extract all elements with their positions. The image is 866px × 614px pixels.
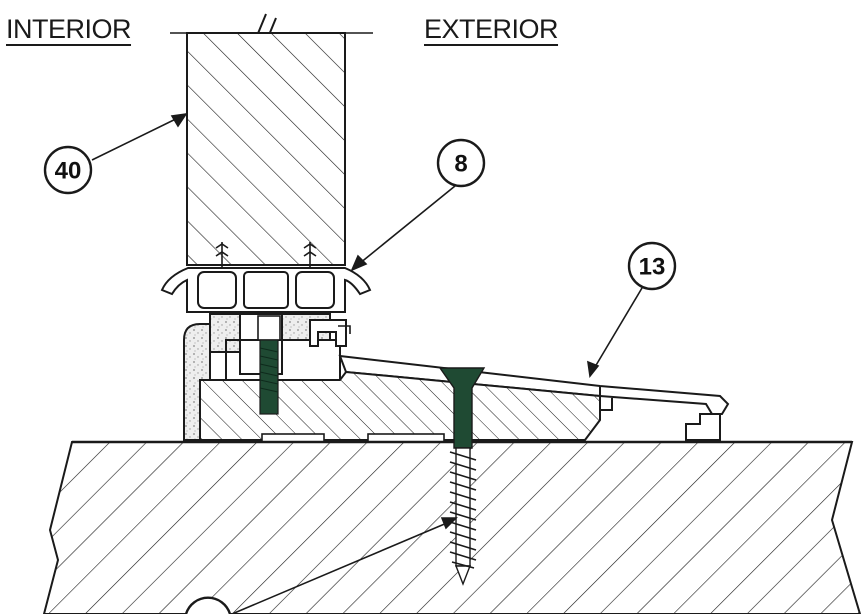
interior-label: INTERIOR [6, 14, 132, 44]
callout-13: 13 [627, 241, 677, 291]
seal-fins [215, 242, 317, 268]
glazing-gasket-profile [160, 267, 372, 313]
glazing-panel [186, 32, 346, 266]
callout-13-text: 13 [639, 254, 666, 281]
fixing-screw [438, 367, 486, 586]
callout-8: 8 [436, 138, 486, 188]
callout-bottom [184, 596, 232, 614]
floor-slab [42, 441, 862, 614]
callout-leaders [91, 112, 643, 614]
callout-40: 40 [43, 145, 93, 195]
callout-8-text: 8 [454, 151, 467, 178]
exterior-label: EXTERIOR [424, 14, 559, 44]
anchor-bolt [257, 315, 281, 415]
callout-40-text: 40 [55, 158, 82, 185]
